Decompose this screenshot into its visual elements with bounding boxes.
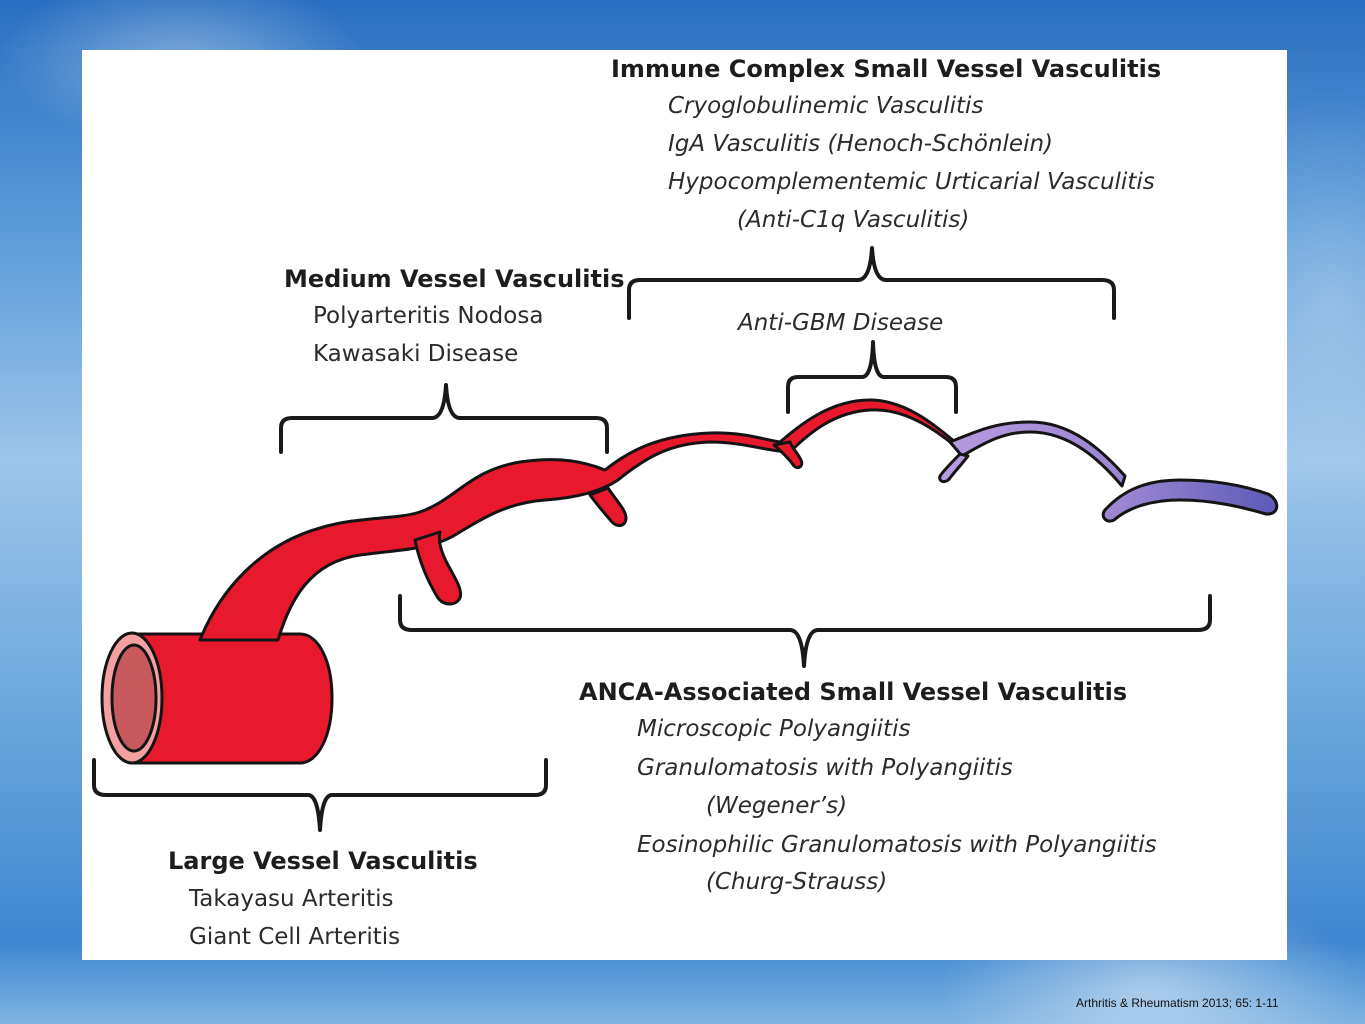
large-vessel-heading: Large Vessel Vasculitis <box>168 847 478 875</box>
main-trunk <box>198 398 957 642</box>
immune-complex-heading: Immune Complex Small Vessel Vasculitis <box>611 55 1162 83</box>
citation: Arthritis & Rheumatism 2013; 65: 1-11 <box>1076 996 1279 1010</box>
medium-vessel-bracket <box>279 383 609 454</box>
anti-gbm-bracket <box>786 340 958 414</box>
brackets <box>92 246 1212 832</box>
immune-complex-item: IgA Vasculitis (Henoch-Schönlein) <box>668 131 1054 157</box>
anca-item: (Churg-Strauss) <box>706 869 888 895</box>
immune-complex-item: Hypocomplementemic Urticarial Vasculitis <box>668 169 1155 195</box>
capillary-segment <box>948 420 1127 488</box>
immune-complex-bracket <box>627 246 1116 320</box>
branch-small-red <box>772 440 804 470</box>
anca-item: Microscopic Polyangiitis <box>637 716 911 742</box>
diagram-panel <box>82 50 1287 960</box>
large-vessel-body <box>130 632 334 765</box>
anca-bracket <box>398 594 1212 668</box>
anca-item: Granulomatosis with Polyangiitis <box>637 755 1013 781</box>
anca-heading: ANCA-Associated Small Vessel Vasculitis <box>579 678 1128 706</box>
large-vessel-item: Giant Cell Arteritis <box>189 924 401 950</box>
branch-medium <box>588 486 628 527</box>
terminal-segment <box>1101 478 1279 523</box>
capillary-branch <box>938 452 970 484</box>
immune-complex-item: (Anti-C1q Vasculitis) <box>737 207 970 233</box>
large-vessel-bracket <box>92 758 548 832</box>
medium-vessel-heading: Medium Vessel Vasculitis <box>284 265 625 293</box>
anti-gbm-label: Anti-GBM Disease <box>738 310 944 336</box>
large-vessel-item: Takayasu Arteritis <box>189 886 394 912</box>
medium-vessel-item: Polyarteritis Nodosa <box>313 303 544 329</box>
medium-vessel-item: Kawasaki Disease <box>313 341 519 367</box>
vessel-opening <box>100 631 164 765</box>
anca-item: Eosinophilic Granulomatosis with Polyang… <box>637 832 1157 858</box>
anca-item: (Wegener’s) <box>706 793 848 819</box>
immune-complex-item: Cryoglobulinemic Vasculitis <box>668 93 984 119</box>
branch-large <box>413 530 463 606</box>
vessel-tree <box>130 398 1279 765</box>
